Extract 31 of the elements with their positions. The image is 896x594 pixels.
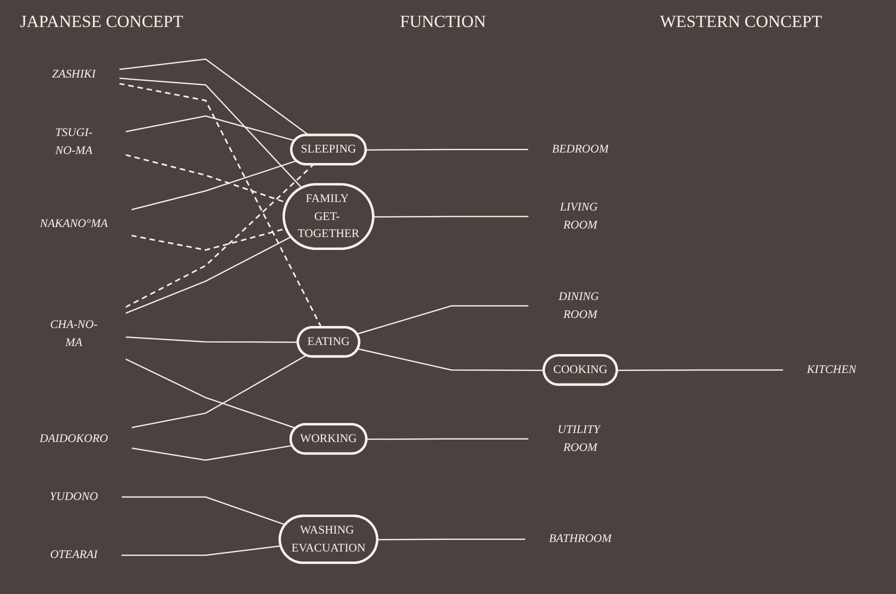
node-text: NAKANO°MA	[40, 218, 108, 230]
connector	[121, 545, 282, 556]
connector	[119, 78, 302, 189]
connector	[366, 438, 529, 440]
connector	[131, 160, 297, 210]
connector	[121, 496, 286, 526]
connector	[125, 336, 298, 343]
node-text: ZASHIKI	[52, 68, 96, 81]
node-text: YUDONO	[50, 490, 98, 504]
node-text: UTILITY ROOM	[558, 424, 600, 454]
connector	[358, 348, 544, 371]
connector	[131, 444, 293, 461]
connector	[119, 58, 310, 136]
column-heading: WESTERN CONCEPT	[660, 12, 822, 32]
connector	[617, 369, 784, 371]
connector	[125, 115, 296, 142]
node-text: OTEARAI	[50, 548, 98, 562]
connector	[125, 164, 314, 308]
connector	[125, 236, 292, 314]
connector	[118, 82, 322, 328]
node-text: CHA-NO-MA	[50, 318, 98, 349]
connector	[356, 305, 529, 335]
connector	[374, 216, 529, 218]
node-text: LIVING ROOM	[560, 201, 598, 232]
node-text: DAIDOKORO	[40, 432, 108, 445]
connector	[366, 148, 529, 151]
column-heading: JAPANESE CONCEPT	[20, 12, 184, 32]
column-heading: FUNCTION	[400, 12, 486, 32]
node-text: TSUGI-NO-MA	[55, 126, 92, 157]
node-text: DINING ROOM	[558, 290, 599, 321]
connector	[378, 538, 526, 540]
